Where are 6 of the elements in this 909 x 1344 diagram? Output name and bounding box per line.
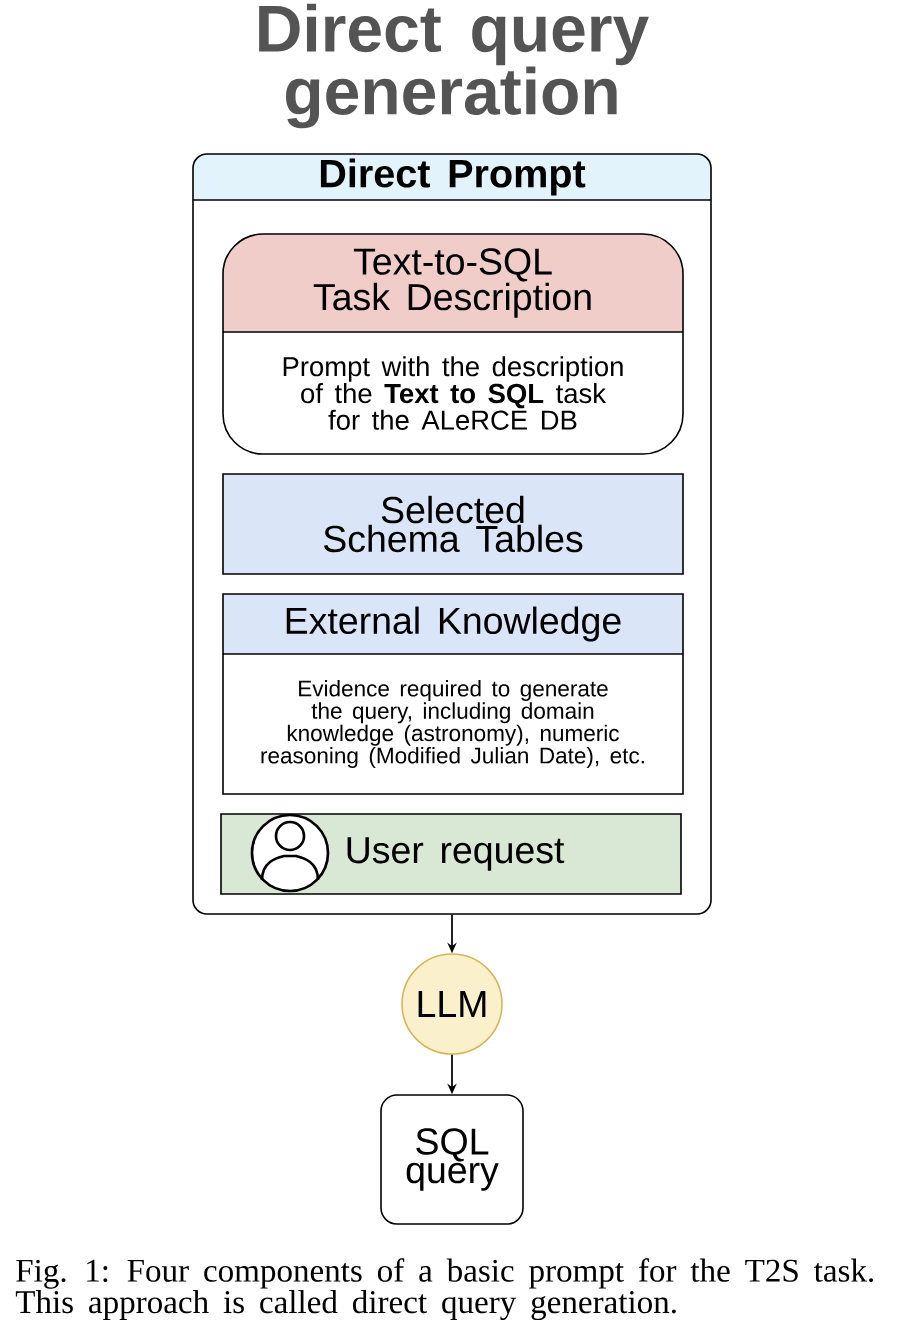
section-box: External Knowledge Evidence required to generate the query, including domain knowledge (astronomy), numeric reasoning (Modified Julian Date), etc. [222,593,684,795]
section-box: Text-to-SQL Task Description Prompt with the description of the Text to SQL task for the ALeRCE DB [222,233,684,455]
section-box: Selected Schema Tables [222,473,684,575]
caption: Fig. 1: Four components of a basic prompt for the T2S task. This approach is called direct query generation. [15,1258,874,1321]
title: Direct query generation [259,3,649,129]
output-box: SQL query [380,1094,524,1225]
